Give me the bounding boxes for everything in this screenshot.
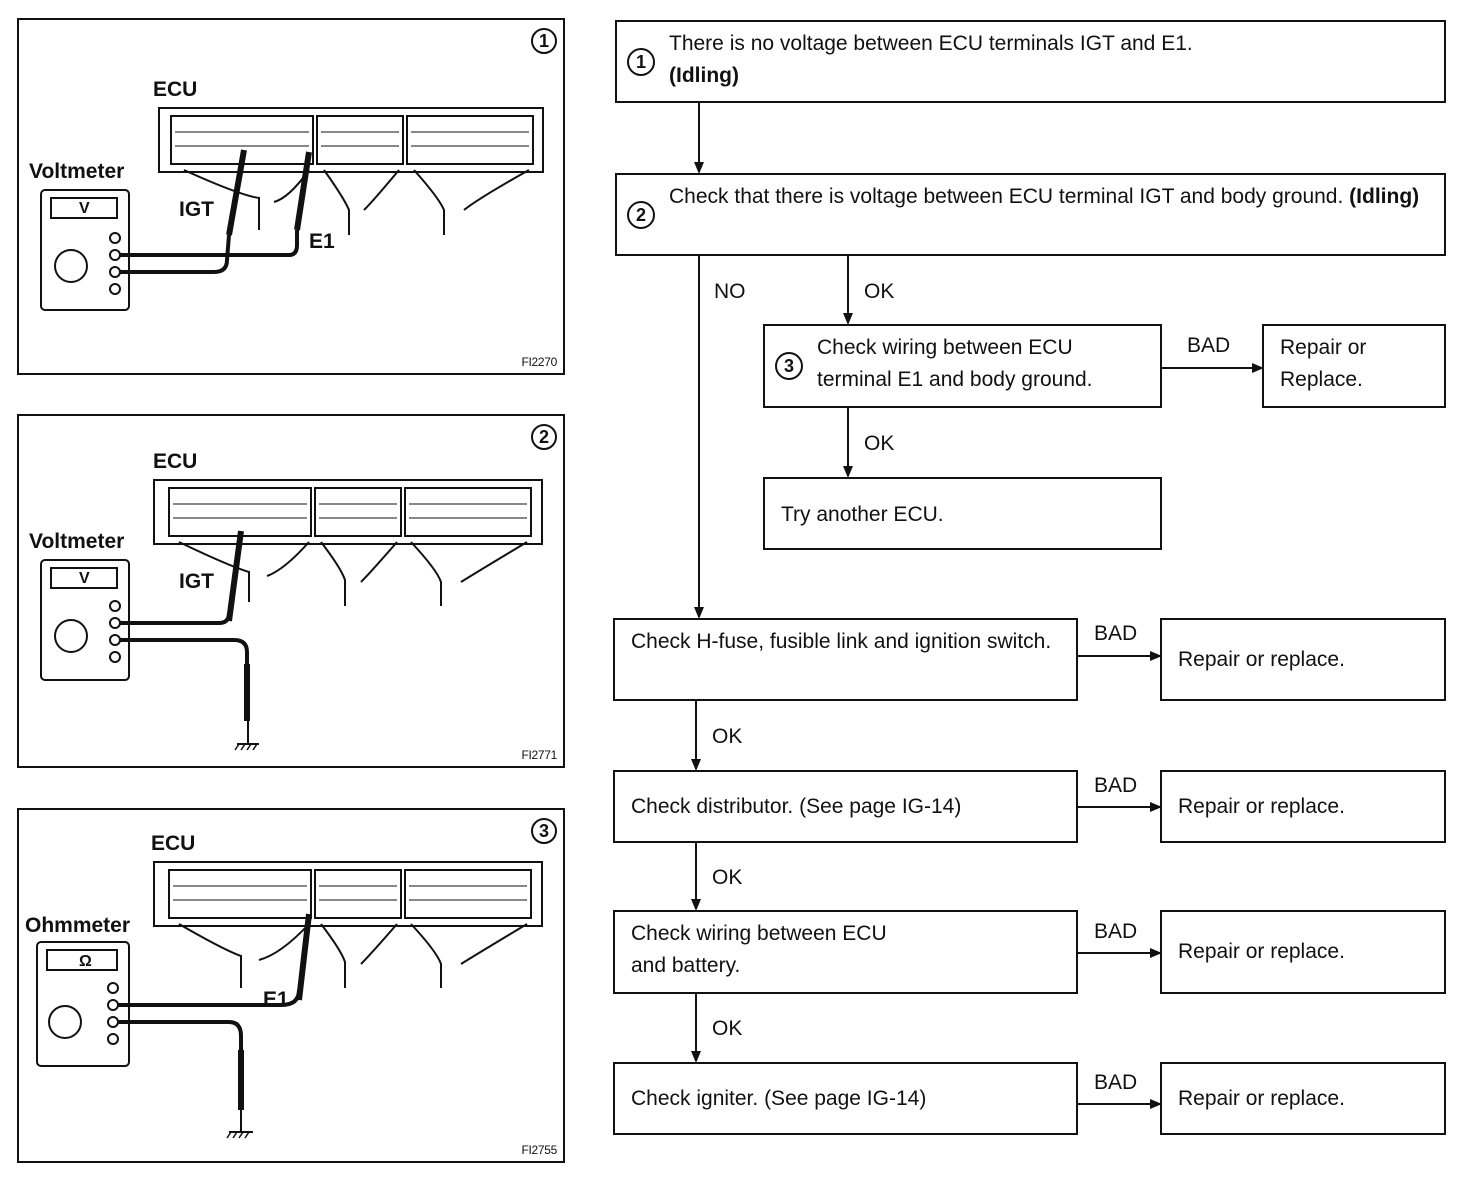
step-2-condition: (Idling): [1349, 185, 1420, 208]
repair-box-fuse: Repair or replace.: [1160, 618, 1446, 701]
figure-code: FI2270: [521, 355, 557, 369]
ecu-label: ECU: [153, 78, 198, 101]
figure-panel-2: 2 ECU Voltmeter IGT V FI2771: [17, 414, 565, 768]
figure-code: FI2755: [521, 1143, 557, 1157]
meter-display-symbol: Ω: [79, 953, 92, 970]
flow-label-ok: OK: [712, 866, 743, 889]
check-wiring-battery-box: Check wiring between ECU and battery.: [613, 910, 1078, 994]
step-number-badge: 3: [775, 352, 803, 380]
step-2-text: Check that there is voltage between ECU …: [669, 185, 1344, 208]
probe-label-e1: E1: [309, 230, 335, 253]
check-wiring-battery-text: Check wiring between ECU and battery.: [631, 922, 887, 977]
flow-label-bad: BAD: [1187, 334, 1231, 357]
step-number-badge: 2: [627, 200, 655, 229]
flow-label-no: NO: [714, 280, 746, 303]
figure-number-badge: 3: [531, 818, 557, 844]
repair-box-distributor: Repair or replace.: [1160, 770, 1446, 843]
ecu-connector-diagram-1: [40, 107, 544, 311]
check-igniter-text: Check igniter. (See page IG-14): [631, 1087, 927, 1110]
meter-display-symbol: V: [79, 200, 90, 217]
flow-label-bad: BAD: [1094, 774, 1138, 797]
repair-text: Repair or replace.: [1178, 940, 1345, 963]
probe-label-igt: IGT: [179, 198, 214, 221]
figure-number-badge: 1: [531, 28, 557, 54]
flow-label-ok: OK: [864, 280, 895, 303]
figure-code: FI2771: [521, 748, 557, 762]
ecu-label: ECU: [151, 832, 196, 855]
ecu-connector-diagram-2: [40, 479, 543, 751]
flow-label-ok: OK: [864, 432, 895, 455]
check-igniter-box: Check igniter. (See page IG-14): [613, 1062, 1078, 1135]
step-1-text: There is no voltage between ECU terminal…: [669, 32, 1193, 55]
flow-label-bad: BAD: [1094, 1071, 1138, 1094]
step-3-text: Check wiring between ECU terminal E1 and…: [817, 336, 1093, 391]
meter-label: Ohmmeter: [25, 914, 131, 937]
step-2-box: 2 Check that there is voltage between EC…: [615, 173, 1446, 256]
meter-label: Voltmeter: [29, 530, 125, 553]
flow-label-ok: OK: [712, 1017, 743, 1040]
meter-label: Voltmeter: [29, 160, 125, 183]
step-3-box: 3 Check wiring between ECU terminal E1 a…: [763, 324, 1162, 408]
figure-number-badge: 2: [531, 424, 557, 450]
step-number-badge: 1: [627, 47, 655, 76]
repair-text: Repair or replace.: [1178, 1087, 1345, 1110]
ecu-connector-diagram-3: [36, 861, 543, 1139]
try-another-ecu-text: Try another ECU.: [781, 503, 944, 526]
repair-box-igniter: Repair or replace.: [1160, 1062, 1446, 1135]
repair-text: Repair or replace.: [1178, 795, 1345, 818]
ecu-label: ECU: [153, 450, 198, 473]
repair-replace-box-step3: Repair or Replace.: [1262, 324, 1446, 408]
flow-label-ok: OK: [712, 725, 743, 748]
check-distributor-box: Check distributor. (See page IG-14): [613, 770, 1078, 843]
check-fuse-text: Check H-fuse, fusible link and ignition …: [631, 630, 1052, 653]
flow-label-bad: BAD: [1094, 622, 1138, 645]
figure-panel-1: 1 ECU Voltmeter IGT E1 V FI2270: [17, 18, 565, 375]
try-another-ecu-box: Try another ECU.: [763, 477, 1162, 550]
repair-replace-text: Repair or Replace.: [1280, 336, 1367, 391]
repair-box-wiring: Repair or replace.: [1160, 910, 1446, 994]
step-1-condition: (Idling): [669, 64, 739, 87]
repair-text: Repair or replace.: [1178, 648, 1345, 671]
flow-label-bad: BAD: [1094, 920, 1138, 943]
step-1-box: 1 There is no voltage between ECU termin…: [615, 20, 1446, 103]
probe-label-igt: IGT: [179, 570, 214, 593]
check-fuse-box: Check H-fuse, fusible link and ignition …: [613, 618, 1078, 701]
check-distributor-text: Check distributor. (See page IG-14): [631, 795, 962, 818]
meter-display-symbol: V: [79, 570, 90, 587]
figure-panel-3: 3 ECU Ohmmeter E1 Ω FI2755: [17, 808, 565, 1163]
